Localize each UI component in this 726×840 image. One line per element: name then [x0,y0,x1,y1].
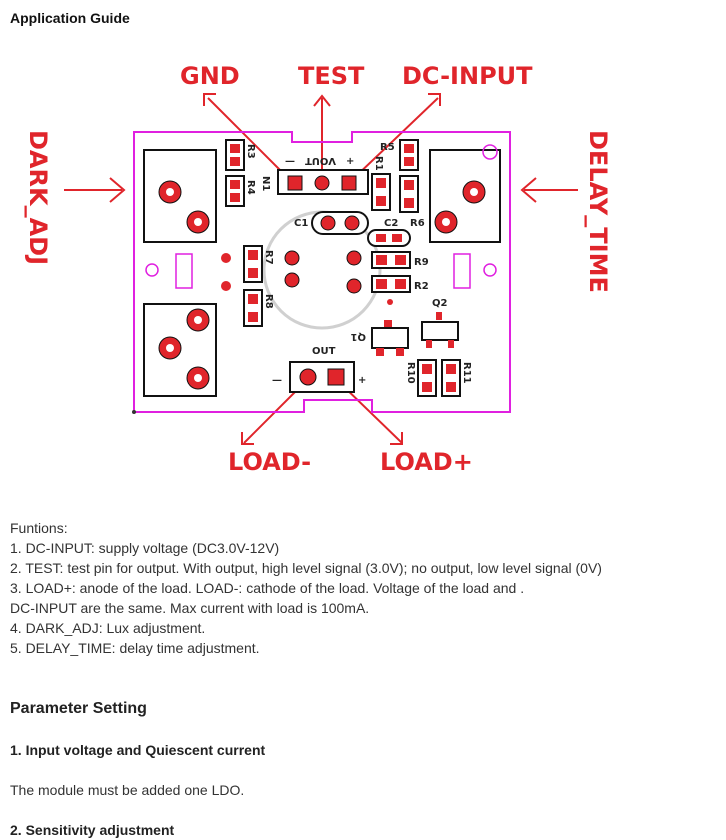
test-label: TEST [298,62,365,90]
mount-hole-tr [482,144,498,160]
load-minus-label: LOAD- [228,448,311,476]
r6-text: R6 [410,218,425,229]
vout-minus: — [285,156,295,167]
delay-time-label: DELAY_TIME [584,130,612,293]
mount-hole-right [483,263,497,277]
dc-input-label: DC-INPUT [402,62,533,90]
function-line: 1. DC-INPUT: supply voltage (DC3.0V-12V) [10,540,280,556]
gnd-label: GND [180,62,240,90]
r6-resistor [399,175,419,213]
slot-right [453,253,471,289]
pcb-corner-dot [132,410,136,414]
c2-text: C2 [384,218,398,229]
dark-adj-label: DARK_ADJ [24,130,52,265]
q1-text: Q1 [350,331,366,342]
r4-text: R4 [245,180,256,195]
function-line: 5. DELAY_TIME: delay time adjustment. [10,640,260,656]
r1-resistor [371,173,391,211]
test-arrow-head [313,94,331,107]
gnd-arrow-head [203,93,216,106]
gnd-arrow [207,97,291,181]
out-plus: + [358,375,366,386]
functions-heading: Funtions: [10,520,68,536]
load-minus-arrow-head [241,432,254,445]
r2-text: R2 [414,281,429,292]
delay-time-arrow-head [520,177,537,203]
function-line: 3. LOAD+: anode of the load. LOAD-: cath… [10,580,525,596]
r10-text: R10 [405,362,416,384]
c1-capacitor [311,211,369,235]
section-1-body: The module must be added one LDO. [10,782,245,798]
r4-resistor [225,175,245,207]
q2-text: Q2 [432,298,448,309]
dc-input-arrow-head [428,93,441,106]
load-plus-label: LOAD+ [380,448,473,476]
function-line: DC-INPUT are the same. Max current with … [10,600,370,616]
r11-text: R11 [461,362,472,384]
out-minus: — [272,375,282,386]
r7-resistor [243,245,263,283]
r2-resistor [371,275,411,293]
r9-text: R9 [414,257,429,268]
function-line: 2. TEST: test pin for output. With outpu… [10,560,602,576]
r10-resistor [417,359,437,397]
vout-text: VOUT [305,155,336,166]
r7-text: R7 [263,250,274,265]
n1-text: N1 [260,176,271,191]
section-1-title: 1. Input voltage and Quiescent current [10,742,266,758]
r9-resistor [371,251,411,269]
c1-text: C1 [294,218,308,229]
application-diagram: GND TEST DC-INPUT DARK_ADJ DELAY_TIME LO… [24,62,612,476]
r8-text: R8 [263,294,274,309]
q2-transistor [421,321,459,341]
q1-transistor [371,327,409,349]
r5-resistor [399,139,419,171]
r1-text: R1 [373,156,384,171]
r3-resistor [225,139,245,171]
dark-adj-arrow-head [109,177,126,203]
function-line: 4. DARK_ADJ: Lux adjustment. [10,620,206,636]
mount-hole-left [145,263,159,277]
page-title: Application Guide [10,10,130,26]
r8-resistor [243,289,263,327]
out-text: OUT [312,346,336,357]
pcb-outline [133,131,511,413]
r5-text: R5 [380,142,395,153]
parameter-setting-heading: Parameter Setting [10,700,147,717]
vout-plus: + [346,156,354,167]
r11-resistor [441,359,461,397]
load-plus-arrow-head [390,432,403,445]
slot-left [175,253,193,289]
dc-input-arrow [351,97,439,181]
c2-capacitor [367,229,411,247]
r3-text: R3 [245,144,256,159]
section-2-title: 2. Sensitivity adjustment [10,822,175,838]
